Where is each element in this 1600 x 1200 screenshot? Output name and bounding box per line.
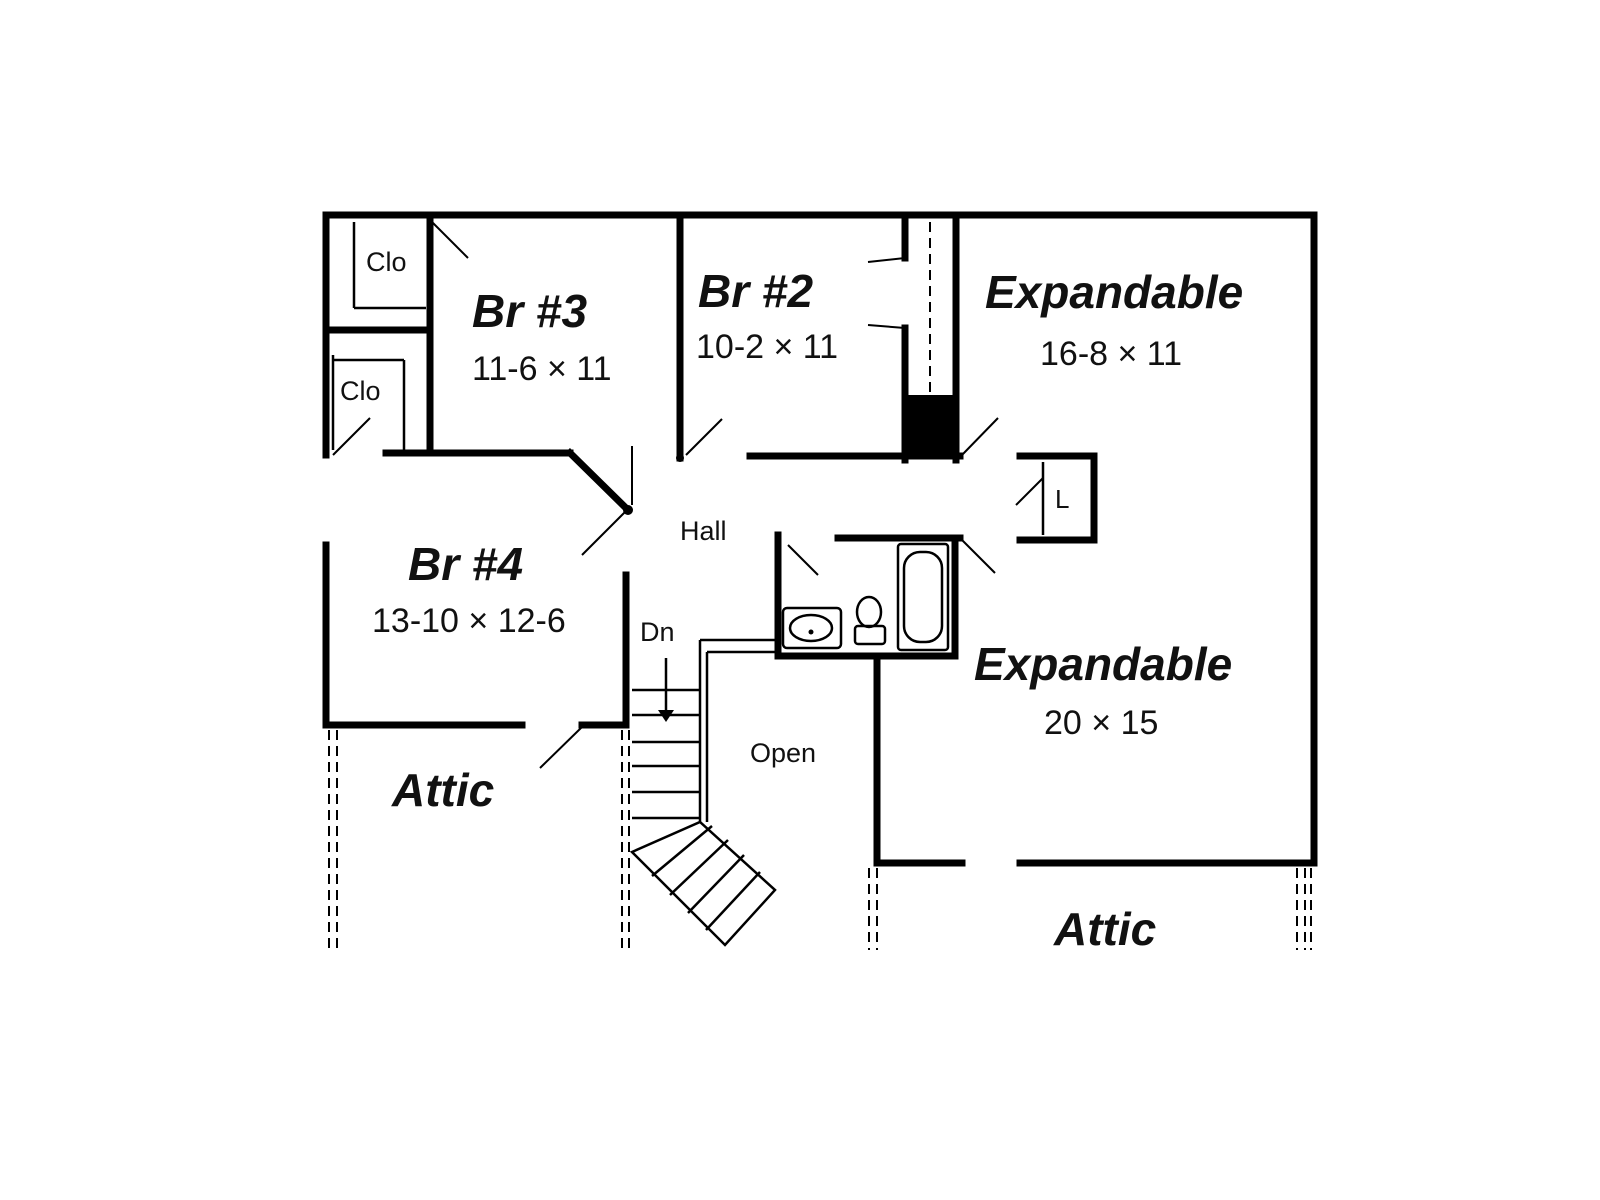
expandable-top-name: Expandable (985, 266, 1243, 318)
interior-walls (322, 211, 1098, 729)
bath-fixtures (781, 542, 950, 652)
linen-closet-label: L (1055, 484, 1069, 514)
attic-left-label: Attic (391, 764, 494, 816)
bedroom-4-name: Br #4 (408, 538, 523, 590)
bedroom-2-dimensions: 10-2 × 11 (696, 328, 838, 366)
expandable-top-dimensions: 16-8 × 11 (1040, 335, 1182, 373)
exterior-walls (322, 211, 1318, 867)
bedroom-3-name: Br #3 (472, 285, 587, 337)
bedroom-2-name: Br #2 (698, 265, 813, 317)
open-area-label: Open (750, 738, 816, 768)
hall-label: Hall (680, 516, 727, 546)
expandable-bottom-dimensions: 20 × 15 (1044, 704, 1158, 742)
expandable-bottom-name: Expandable (974, 638, 1232, 690)
door-swings (332, 221, 1044, 769)
closet-label-mid: Clo (340, 376, 381, 406)
stairs (629, 638, 777, 947)
bedroom-4-dimensions: 13-10 × 12-6 (372, 602, 566, 640)
closet-label-top: Clo (366, 247, 407, 277)
bedroom-3-dimensions: 11-6 × 11 (472, 350, 612, 388)
attic-right-label: Attic (1053, 903, 1156, 955)
stairs-down-label: Dn (640, 617, 675, 647)
attic-dashed-lines (328, 730, 1312, 950)
